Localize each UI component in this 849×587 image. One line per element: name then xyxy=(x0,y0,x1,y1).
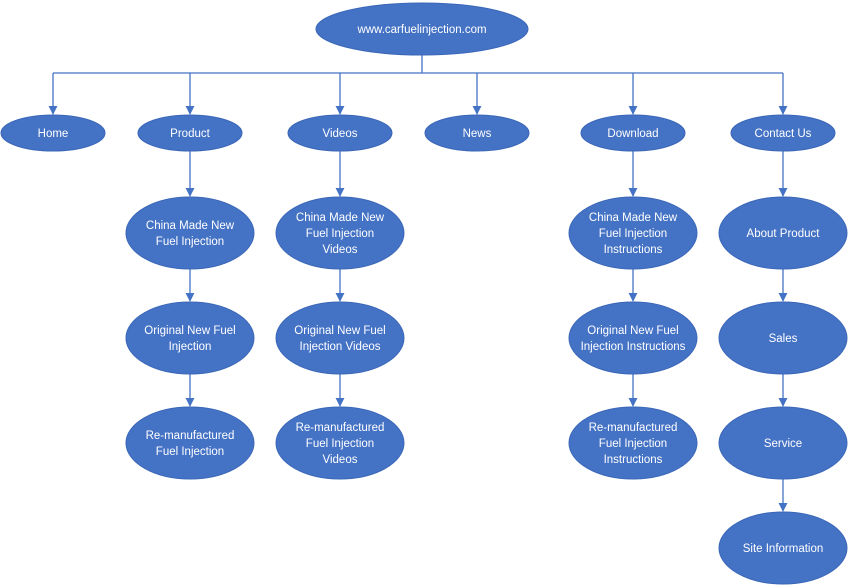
node-ellipse xyxy=(730,114,836,152)
menu-node-home: Home xyxy=(0,114,106,152)
node-label: www.carfuelinjection.com xyxy=(356,24,486,36)
node-ellipse xyxy=(125,406,255,480)
node-ellipse xyxy=(275,301,405,375)
node-ellipse xyxy=(287,114,393,152)
menu-node-contact-us: Contact Us xyxy=(730,114,836,152)
node-ellipse xyxy=(568,406,698,480)
node-ellipse xyxy=(315,2,529,56)
root-node: www.carfuelinjection.com xyxy=(315,2,529,56)
node-label: Product xyxy=(170,128,210,140)
child-node-about-product: About Product xyxy=(718,196,848,270)
node-label: Videos xyxy=(323,128,358,140)
node-ellipse xyxy=(275,406,405,480)
node-ellipse xyxy=(718,301,848,375)
node-label: Home xyxy=(38,128,69,140)
child-node-site-information: Site Information xyxy=(718,511,848,585)
menu-node-product: Product xyxy=(137,114,243,152)
node-label: Contact Us xyxy=(755,128,812,140)
node-ellipse xyxy=(137,114,243,152)
node-ellipse xyxy=(568,301,698,375)
node-ellipse xyxy=(125,301,255,375)
child-node-sales: Sales xyxy=(718,301,848,375)
node-ellipse xyxy=(580,114,686,152)
node-label: Service xyxy=(764,438,802,450)
node-ellipse xyxy=(275,196,405,270)
child-node-service: Service xyxy=(718,406,848,480)
node-ellipse xyxy=(125,196,255,270)
node-ellipse xyxy=(718,511,848,585)
node-ellipse xyxy=(718,196,848,270)
node-ellipse xyxy=(424,114,530,152)
node-label: Sales xyxy=(769,333,798,345)
connector-lines xyxy=(48,55,788,512)
node-label: About Product xyxy=(747,228,821,240)
node-label: Download xyxy=(607,128,658,140)
menu-node-download: Download xyxy=(580,114,686,152)
menu-node-news: News xyxy=(424,114,530,152)
node-ellipse xyxy=(0,114,106,152)
menu-node-videos: Videos xyxy=(287,114,393,152)
node-label: Site Information xyxy=(743,543,824,555)
node-ellipse xyxy=(568,196,698,270)
node-label: News xyxy=(463,128,492,140)
node-ellipse xyxy=(718,406,848,480)
